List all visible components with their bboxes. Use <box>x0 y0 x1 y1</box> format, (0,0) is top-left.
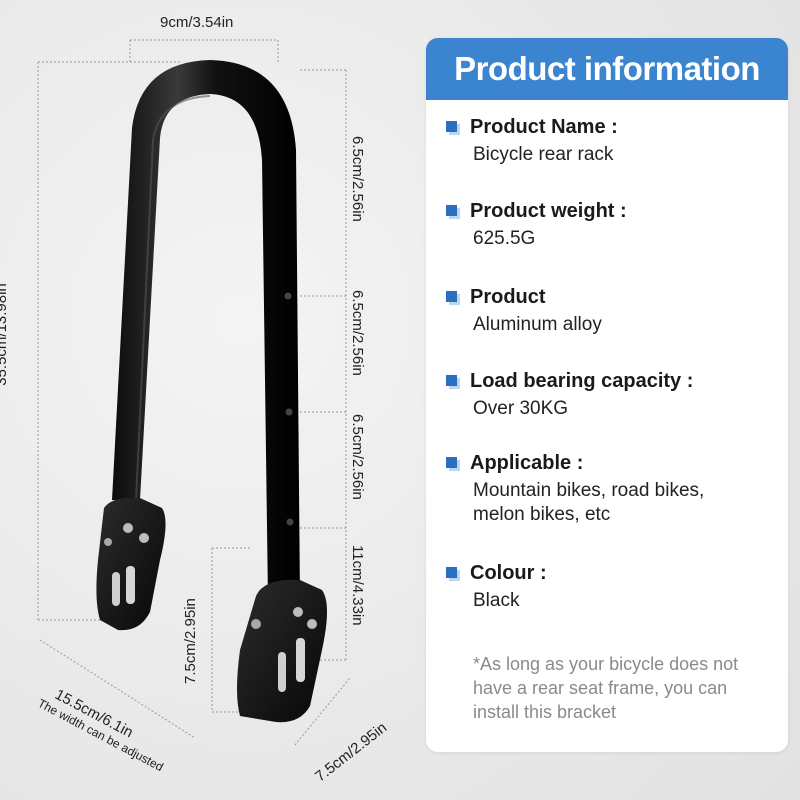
info-label: Colour : <box>470 562 547 584</box>
right-foot-bracket <box>237 579 327 723</box>
info-card-header: Product information <box>426 38 788 100</box>
segment-1-label: 6.5cm/2.56in <box>349 136 366 222</box>
info-item-load-capacity: Load bearing capacity : Over 30KG <box>446 370 776 421</box>
product-info-card: Product information Product Name : Bicyc… <box>426 38 788 752</box>
info-item-applicable: Applicable : Mountain bikes, road bikes,… <box>446 452 776 527</box>
info-item-colour: Colour : Black <box>446 562 776 613</box>
total-height-label: 35.5cm/13.98in <box>0 283 10 386</box>
segment-4-label: 11cm/4.33in <box>349 545 366 626</box>
info-item-product-material: Product Aluminum alloy <box>446 286 776 337</box>
segment-3-label: 6.5cm/2.56in <box>349 414 366 500</box>
info-item-product-name: Product Name : Bicycle rear rack <box>446 116 776 167</box>
info-value: 625.5G <box>473 228 536 249</box>
square-bullet-icon <box>446 374 460 389</box>
info-label: Product Name : <box>470 116 618 138</box>
installation-note: *As long as your bicycle does not have a… <box>473 654 739 722</box>
info-value: Aluminum alloy <box>473 314 602 335</box>
info-value: Black <box>473 590 520 611</box>
dimension-guides <box>37 39 351 746</box>
info-label: Product <box>470 286 546 308</box>
info-value: Bicycle rear rack <box>473 144 614 165</box>
info-label: Product weight : <box>470 200 627 222</box>
info-item-product-weight: Product weight : 625.5G <box>446 200 776 251</box>
rack-u-tube <box>112 60 300 600</box>
info-value: Mountain bikes, road bikes, melon bikes,… <box>473 480 705 525</box>
square-bullet-icon <box>446 566 460 581</box>
info-value: Over 30KG <box>473 398 569 419</box>
top-width-label: 9cm/3.54in <box>160 14 234 31</box>
foot-height-label: 7.5cm/2.95in <box>182 598 199 684</box>
mount-holes <box>284 292 294 526</box>
info-label: Load bearing capacity : <box>470 370 694 392</box>
bicycle-rack-illustration <box>37 39 351 746</box>
segment-2-label: 6.5cm/2.56in <box>349 290 366 376</box>
left-foot-bracket <box>96 497 166 631</box>
info-label: Applicable : <box>470 452 584 474</box>
square-bullet-icon <box>446 290 460 305</box>
info-card-title: Product information <box>454 50 760 87</box>
square-bullet-icon <box>446 120 460 135</box>
square-bullet-icon <box>446 456 460 471</box>
square-bullet-icon <box>446 204 460 219</box>
